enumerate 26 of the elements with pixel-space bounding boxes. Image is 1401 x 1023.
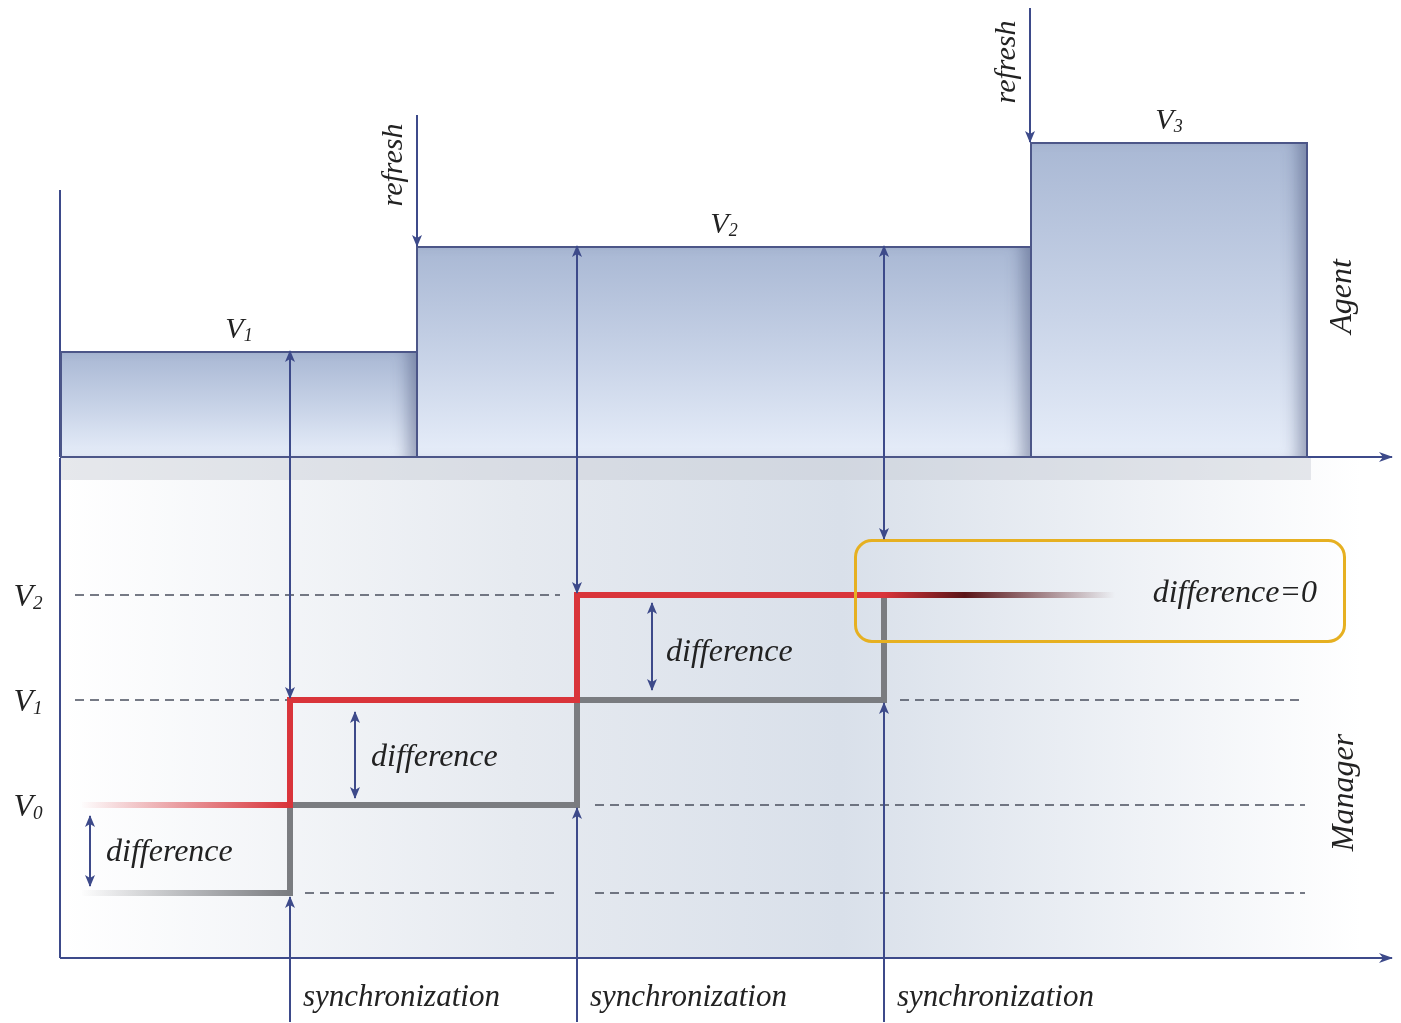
arrow — [879, 702, 889, 1023]
arrow — [412, 114, 422, 247]
sync-label: synchronization — [884, 972, 1154, 1022]
level-label: V$_{2}$ — [13, 576, 43, 614]
edge-label: refresh — [374, 123, 409, 207]
value-label: V$_{1}$ — [225, 311, 253, 346]
arrow — [1025, 7, 1035, 143]
axis-title: Manager — [1323, 733, 1361, 851]
double-arrow — [285, 350, 295, 699]
highlight-box — [854, 539, 1346, 643]
value-label: V$_{3}$ — [1155, 102, 1183, 137]
callout-text: difference=0 — [1152, 572, 1317, 610]
axis-title: Agent — [1321, 258, 1359, 334]
level-label: V$_{1}$ — [13, 681, 43, 719]
arrow — [572, 807, 582, 1023]
difference-label: difference — [371, 736, 498, 774]
sync-label: synchronization — [577, 972, 847, 1022]
edge-label: refresh — [987, 20, 1022, 104]
double-arrow — [879, 245, 889, 540]
arrow — [285, 896, 295, 1023]
difference-label: difference — [106, 831, 233, 869]
double-arrow — [572, 245, 582, 594]
value-label: V$_{2}$ — [710, 206, 738, 241]
level-label: V$_{0}$ — [13, 786, 43, 824]
difference-label: difference — [666, 631, 793, 669]
sync-label: synchronization — [290, 972, 560, 1022]
